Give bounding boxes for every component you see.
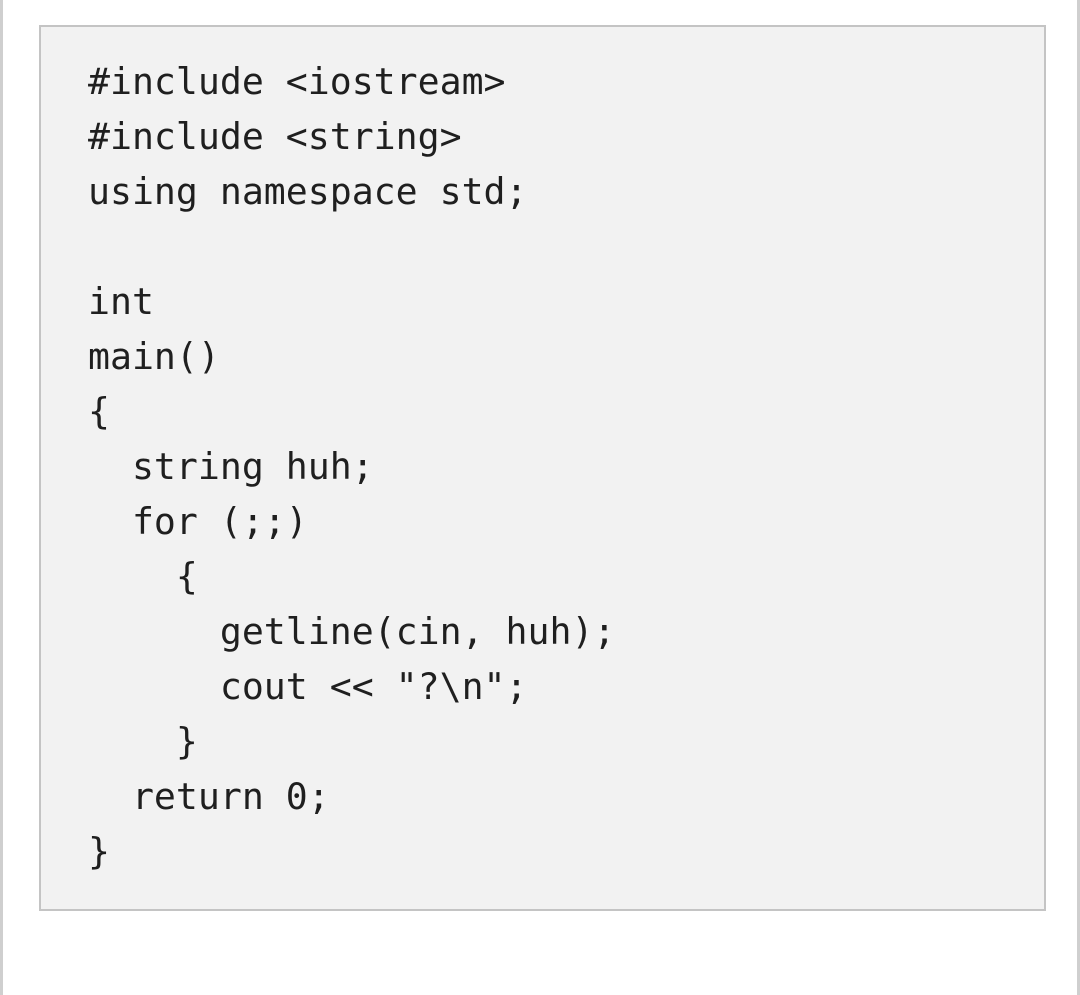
code-line-loop-open-brace: { [88,555,198,598]
code-block: #include <iostream> #include <string> us… [39,25,1046,911]
code-line-cout: cout << "?\n"; [88,665,528,708]
code-line-string-declaration: string huh; [88,445,374,488]
code-line-for-loop: for (;;) [88,500,308,543]
code-line-return: return 0; [88,775,330,818]
code-line-main-close-brace: } [88,830,110,873]
code-line-main-open-brace: { [88,390,110,433]
code-line-using-namespace: using namespace std; [88,170,528,213]
code-line-include-string: #include <string> [88,115,462,158]
code-lines: #include <iostream> #include <string> us… [88,54,615,879]
code-line-main-signature: main() [88,335,220,378]
code-line-blank [88,219,615,274]
code-line-include-iostream: #include <iostream> [88,60,506,103]
code-line-return-type: int [88,280,154,323]
code-line-loop-close-brace: } [88,720,198,763]
code-line-getline: getline(cin, huh); [88,610,616,653]
